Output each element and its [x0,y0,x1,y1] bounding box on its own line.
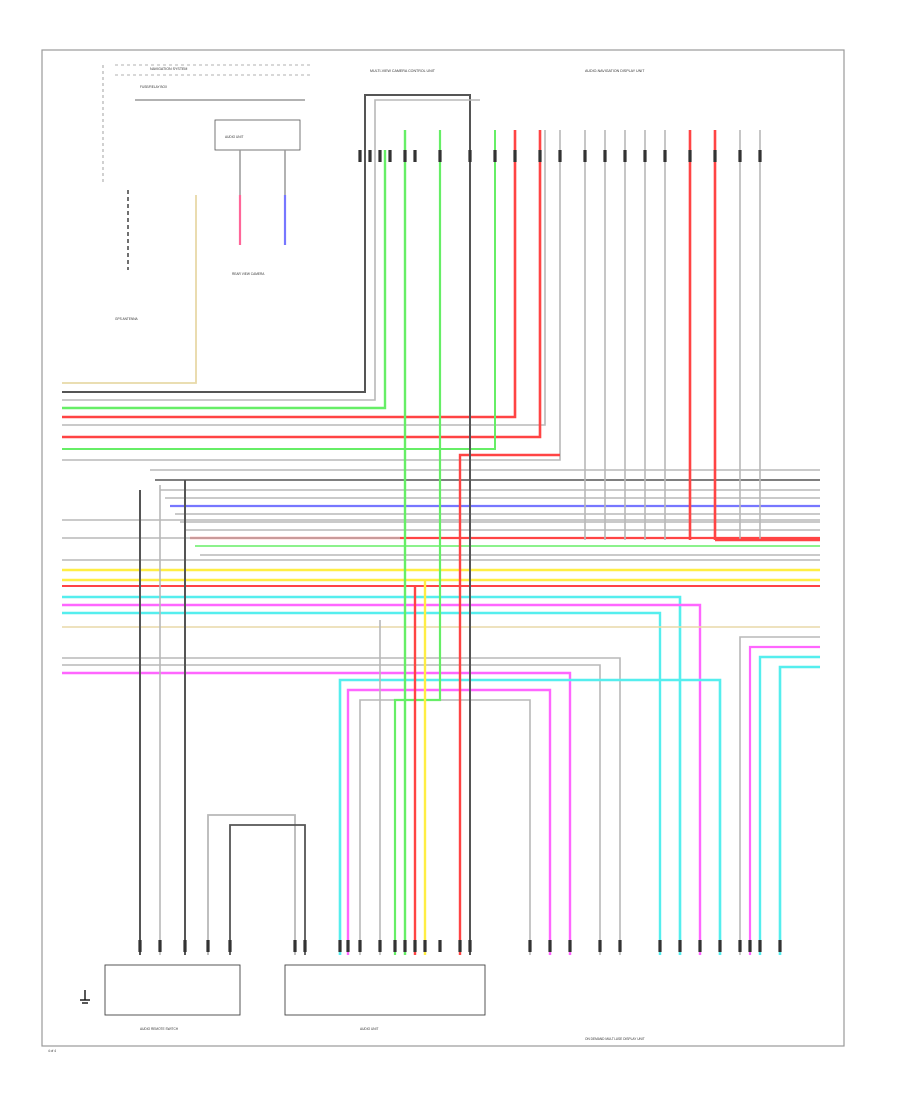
connector-pin [568,940,572,952]
connector-pin [438,940,442,952]
wire-cyan [338,678,722,955]
connector-pin [138,940,142,952]
connector-pin [468,940,472,952]
connector-pin [378,940,382,952]
wire-magenta [62,603,702,955]
connector-pin [718,940,722,952]
connector-pin [403,940,407,952]
connector-pin [618,940,622,952]
connector-pin [158,940,162,952]
connector-pin [513,150,517,162]
wire-cyan [62,595,682,955]
connector-pin [603,150,607,162]
connector-pin [346,940,350,952]
connector-pin [303,940,307,952]
wire-layer [62,94,820,955]
fuse-note: FUSE/RELAY BOX [140,85,168,89]
connector-pin [758,940,762,952]
wire-red [62,130,517,419]
connector-pin [688,150,692,162]
connector-pin [643,150,647,162]
connector-pin [678,940,682,952]
connector-pin [663,150,667,162]
wire-magenta [346,688,552,955]
connector-pin [778,940,782,952]
wire-magenta [748,645,820,955]
connector-pin [228,940,232,952]
connector-pin [388,150,392,162]
wire-gray [359,699,531,955]
wire-green [62,150,387,410]
connector-pin [713,150,717,162]
sub-block-label: AUDIO UNIT [225,135,243,139]
top-right-connector-label: AUDIO-NAVIGATION DISPLAY UNIT [585,69,645,73]
connector-pin [378,150,382,162]
connector-pin [206,940,210,952]
audio-sub-block: AUDIO UNIT REAR VIEW CAMERA [214,119,301,276]
wire-gray [207,814,296,955]
ground-symbol [80,990,90,1004]
connector-pin [183,940,187,952]
top-center-connector-label: MULTI-VIEW CAMERA CONTROL UNIT [370,69,436,73]
connector-pin [758,150,762,162]
connector-pin [738,940,742,952]
connector-pin [423,940,427,952]
wire-green [393,130,442,955]
connector-pin [698,940,702,952]
wire-gray [739,636,820,955]
connector-pin [528,940,532,952]
wire-cyan [778,665,820,955]
connector-pin [413,150,417,162]
diagram-frame [41,49,845,1047]
gps-antenna: GPS ANTENNA [115,190,139,321]
connector-pin [548,940,552,952]
wire-green [62,130,496,450]
page-number: 4 of 4 [48,1049,56,1053]
connector-pin [358,150,362,162]
connector-pin [338,940,342,952]
audio-unit-box [284,964,486,1016]
antenna-label: GPS ANTENNA [115,317,139,321]
connector-pin [738,150,742,162]
connector-pin [368,150,372,162]
wire-magenta [62,671,572,955]
bottom-left-module-label: AUDIO REMOTE SWITCH [140,1027,179,1031]
wire-gray [62,130,546,426]
wire-cyan [62,611,662,955]
top-left-note: NAVIGATION SYSTEM [150,67,187,71]
connector-pin [493,150,497,162]
bottom-center-module-label: AUDIO UNIT [360,1027,378,1031]
connector-pin [623,150,627,162]
connector-pin [413,940,417,952]
wire-dark [62,94,471,393]
wire-gray [62,664,601,955]
connector-pin [598,940,602,952]
fuse-relay-block: NAVIGATION SYSTEM FUSE/RELAY BOX [102,64,310,185]
wire-red [62,130,542,439]
rear-camera-label: REAR VIEW CAMERA [232,272,265,276]
connector-pin [458,940,462,952]
connector-pin [403,150,407,162]
connector-pin [658,940,662,952]
wire-tan [62,195,197,384]
bottom-right-module-label: ON DEMAND MULTI-USE DISPLAY UNIT [585,1037,645,1041]
wire-dark [229,824,306,955]
connector-pin [358,940,362,952]
connector-pin [393,940,397,952]
connector-pin [583,150,587,162]
wire-gray [62,99,480,401]
wire-cyan [758,655,820,955]
connector-pin [438,150,442,162]
connector-pin [558,150,562,162]
wire-red [458,453,560,955]
wire-gray [62,130,561,461]
audio-remote-switch-box [104,964,241,1016]
wire-gray [62,657,621,955]
connector-pin [538,150,542,162]
connector-pin [468,150,472,162]
connector-pin [293,940,297,952]
connector-pin [748,940,752,952]
